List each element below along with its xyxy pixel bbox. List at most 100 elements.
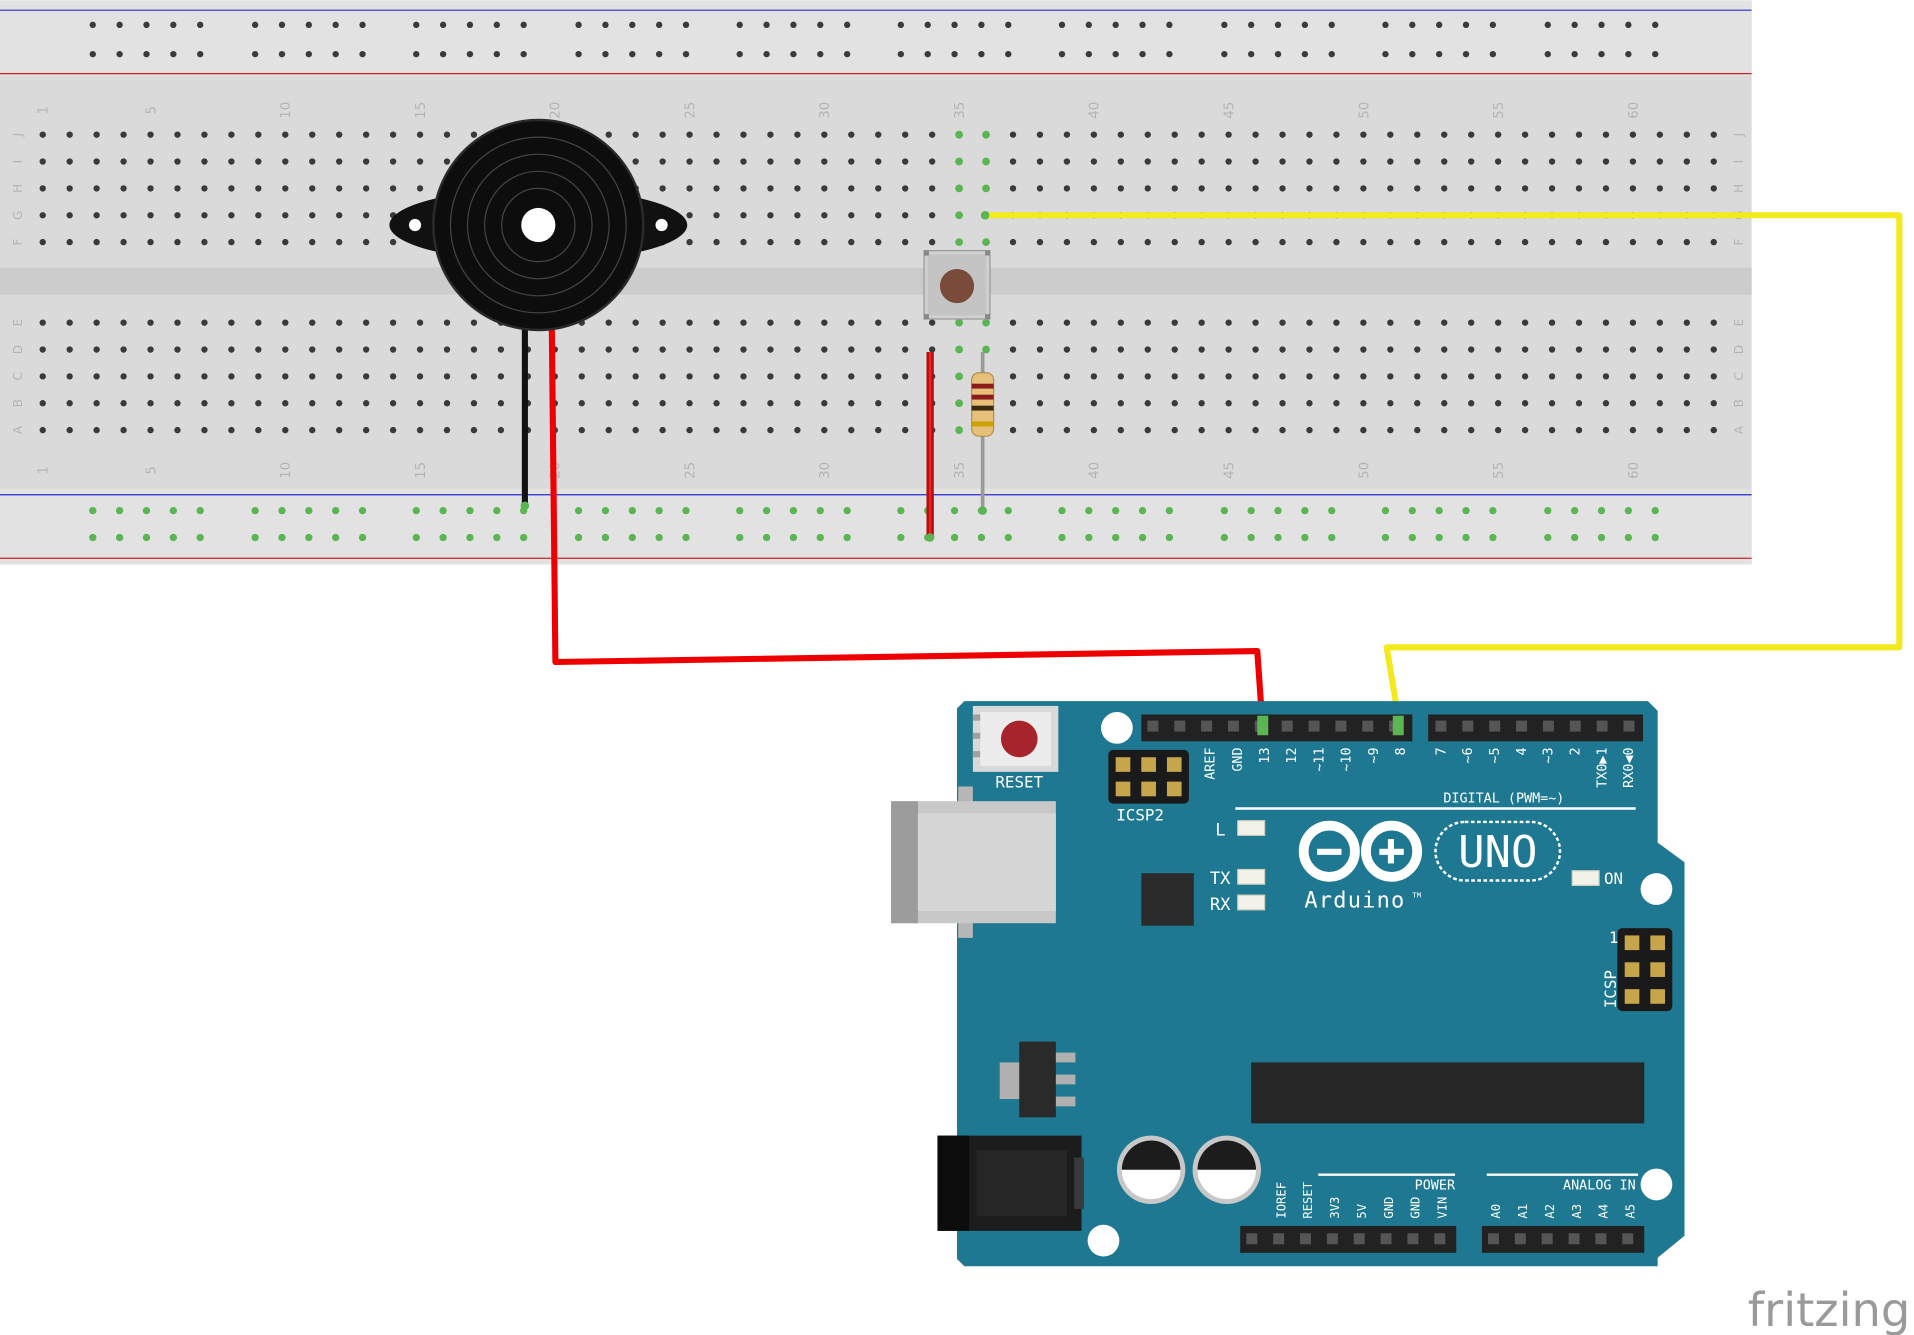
rail-hole (628, 533, 636, 542)
breadboard-hole (309, 400, 316, 407)
breadboard-hole (1468, 373, 1475, 380)
rail-hole (1570, 506, 1579, 515)
rail-hole (1248, 21, 1255, 28)
rail-hole (1381, 533, 1390, 542)
breadboard-hole (93, 185, 100, 192)
button-cap[interactable] (939, 268, 975, 304)
rail-hole (575, 21, 582, 28)
breadboard-hole (1575, 373, 1583, 380)
breadboard-hole (902, 426, 909, 434)
breadboard-hole (1441, 373, 1448, 380)
breadboard-hole (632, 426, 639, 434)
reset-button[interactable] (972, 705, 1059, 772)
breadboard-hole (605, 131, 612, 138)
header-socket (1568, 1233, 1580, 1245)
rail-hole (1382, 50, 1389, 58)
breadboard-hole (902, 131, 909, 138)
rail-hole (843, 50, 851, 58)
breadboard-hole (389, 346, 397, 353)
breadboard-hole (1117, 319, 1124, 326)
reset-button-cap[interactable] (1000, 720, 1038, 758)
breadboard-hole (902, 373, 909, 380)
rail-hole (950, 506, 959, 515)
breadboard-hole (713, 131, 720, 138)
rail-hole (1085, 50, 1093, 58)
breadboard-hole (147, 212, 154, 219)
rail-hole (682, 21, 690, 28)
rail-hole (575, 50, 582, 58)
header-socket (1541, 1233, 1553, 1245)
breadboard-hole (336, 185, 343, 192)
breadboard-hole (1279, 400, 1286, 407)
rail-hole (1598, 50, 1605, 58)
breadboard-hole (1441, 319, 1448, 326)
breadboard-hole (632, 319, 639, 326)
rail-hole (682, 50, 690, 58)
breadboard-hole (821, 238, 828, 246)
rail-hole (1544, 506, 1552, 515)
header-socket (1227, 720, 1239, 732)
breadboard-hole (1117, 426, 1124, 434)
breadboard-hole (1144, 158, 1151, 165)
column-number: 25 (683, 102, 698, 119)
breadboard-hole (1333, 131, 1340, 138)
capacitor (1192, 1135, 1261, 1204)
rail-hole (977, 533, 986, 542)
breadboard-hole (93, 212, 100, 219)
breadboard-hole (1683, 238, 1690, 246)
column-number: 30 (818, 102, 833, 119)
breadboard-hole (1360, 158, 1367, 165)
wires (521, 212, 1903, 722)
breadboard-hole (955, 211, 964, 220)
breadboard-hole (201, 319, 208, 326)
rail-hole (466, 506, 474, 515)
rail-hole (1058, 21, 1066, 28)
breadboard-hole (228, 131, 235, 138)
power-label: POWER (1415, 1178, 1456, 1193)
breadboard-hole (1225, 238, 1232, 246)
breadboard-hole (1252, 131, 1259, 138)
header-socket (1147, 720, 1159, 732)
breadboard-hole (955, 318, 964, 327)
rail-hole (116, 21, 123, 28)
breadboard-hole (389, 185, 397, 192)
rail-hole (1544, 533, 1552, 542)
breadboard-hole (336, 373, 343, 380)
rail-hole (170, 50, 177, 58)
breadboard-hole (174, 373, 181, 380)
breadboard-hole (1306, 373, 1313, 380)
breadboard-hole (955, 157, 964, 166)
breadboard-hole (1009, 373, 1017, 380)
breadboard-hole (1036, 238, 1044, 246)
breadboard-hole (416, 131, 424, 138)
breadboard-hole (336, 400, 343, 407)
breadboard-hole (1710, 185, 1717, 192)
breadboard-hole (93, 319, 100, 326)
breadboard-hole (120, 373, 127, 380)
breadboard-hole (1468, 400, 1475, 407)
led-l-label: L (1215, 820, 1225, 840)
rail-hole (1301, 533, 1309, 542)
breadboard-hole (362, 158, 370, 165)
power-pin-label: GND (1409, 1197, 1423, 1219)
breadboard-hole (1575, 185, 1583, 192)
breadboard-hole (174, 185, 181, 192)
breadboard-hole (767, 319, 774, 326)
breadboard-hole (740, 212, 747, 219)
breadboard-hole (1360, 400, 1367, 407)
breadboard-hole (659, 400, 666, 407)
breadboard-hole (470, 131, 478, 138)
header-socket (1326, 1233, 1338, 1245)
icsp-pin1-label: 1 (1609, 928, 1619, 947)
push-button[interactable] (923, 250, 991, 320)
breadboard-hole (66, 212, 73, 219)
rail-hole (1408, 506, 1416, 515)
rail-hole (143, 21, 150, 28)
breadboard-hole (848, 238, 855, 246)
breadboard-hole (1144, 346, 1151, 353)
breadboard-hole (740, 158, 747, 165)
breadboard-hole (1198, 158, 1205, 165)
breadboard-hole (982, 238, 990, 247)
breadboard-hole (309, 158, 316, 165)
